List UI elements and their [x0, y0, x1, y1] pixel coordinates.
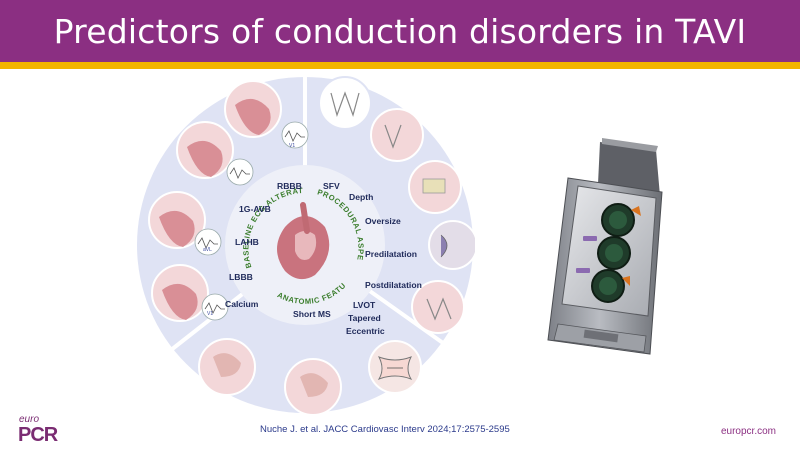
label-depth: Depth	[349, 192, 373, 202]
pacemaker-device-icon	[528, 128, 678, 368]
procedural-illustrations	[318, 76, 475, 334]
label-calcium: Calcium	[225, 299, 259, 309]
accent-divider	[0, 62, 800, 69]
ecg-lead-label: V1	[207, 311, 213, 317]
label-lvot: LVOT	[353, 300, 376, 310]
predictors-figure: V1 aVL V1	[135, 75, 475, 415]
ecg-lead-label: V1	[289, 143, 295, 149]
logo-prefix: euro	[19, 414, 40, 425]
baseline-illustrations	[148, 80, 309, 322]
label-postdilatation: Postdilatation	[365, 280, 422, 290]
label-eccentric: Eccentric	[346, 326, 385, 336]
slide-title: Predictors of conduction disorders in TA…	[53, 11, 747, 51]
predictors-diagram: V1 aVL V1	[135, 75, 475, 415]
label-lbbb: LBBB	[229, 272, 253, 282]
logo-name: PCR	[18, 424, 58, 446]
europcr-logo: euro PCR	[18, 414, 70, 448]
anatomic-illustrations	[198, 338, 422, 415]
label-rbbb: RBBB	[277, 181, 302, 191]
label-short-ms: Short MS	[293, 309, 331, 319]
label-tapered: Tapered	[348, 313, 381, 323]
ecg-lead-label: aVL	[203, 247, 212, 253]
label-1g-avb: 1G-AVB	[239, 204, 271, 214]
heart-icon	[277, 202, 330, 280]
label-sfv: SFV	[323, 181, 340, 191]
citation: Nuche J. et al. JACC Cardiovasc Interv 2…	[260, 424, 510, 435]
label-lahb: LAHB	[235, 237, 259, 247]
label-oversize: Oversize	[365, 216, 401, 226]
label-predilatation: Predilatation	[365, 249, 417, 259]
ecg-lead-labels: V1 aVL V1	[203, 143, 295, 317]
website-link[interactable]: europcr.com	[720, 426, 776, 437]
title-bar: Predictors of conduction disorders in TA…	[0, 0, 800, 62]
